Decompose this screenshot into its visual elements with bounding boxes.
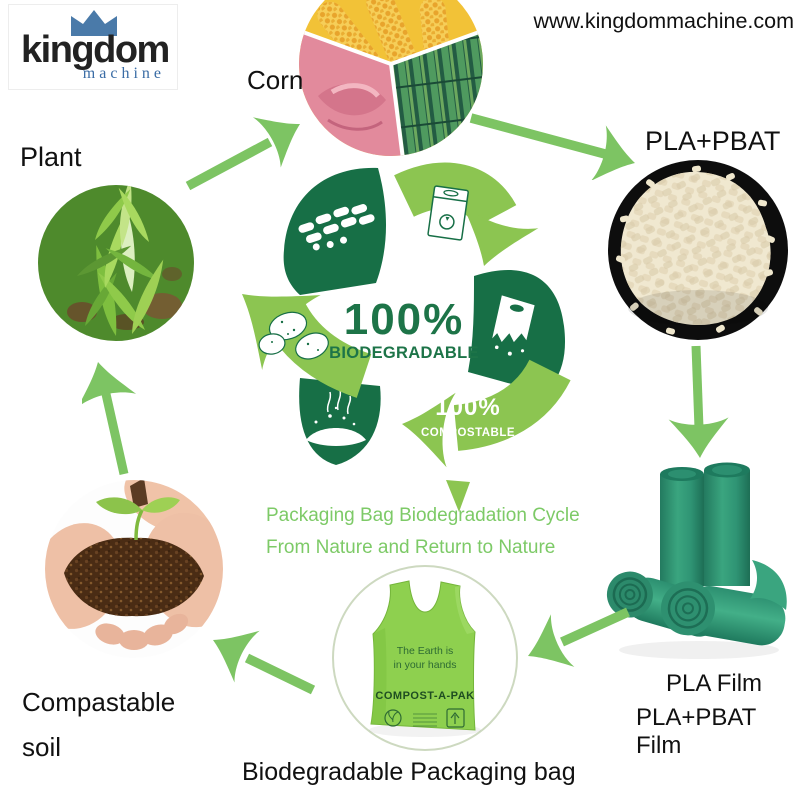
- corn-feedstock-photo: [299, 0, 483, 156]
- horizontal-roll-2: [660, 581, 786, 646]
- vertical-roll-1: [660, 467, 704, 586]
- torn-bag-icon: [492, 295, 535, 356]
- arrow-pellets-to-film: [668, 345, 729, 458]
- plant-photo: [38, 185, 194, 341]
- label-compostable-soil-line1: Compastable: [22, 687, 176, 717]
- stray-pellets: [615, 165, 775, 335]
- cycle-arrow-bottom: [453, 358, 571, 451]
- soil-hands-photo: [45, 480, 223, 658]
- bag-brand: COMPOST-A-PAK: [375, 690, 474, 702]
- website-url: www.kingdommachine.com: [533, 9, 795, 33]
- arrow-bag-to-soil: [213, 630, 316, 695]
- compostable-percent: 100%: [435, 394, 500, 421]
- compostable-label: COMPOSTABLE: [421, 427, 515, 439]
- kingdom-logo: kingdom machine: [8, 4, 178, 90]
- sector-dividers: [299, 21, 483, 156]
- paper-bag-icon: [427, 185, 469, 241]
- sweet-potato-detail: [318, 83, 386, 131]
- film-rolls-photo: [606, 462, 787, 659]
- logo-subtitle: machine: [82, 65, 165, 82]
- logo-wordmark: kingdom: [21, 29, 170, 71]
- cycle-arrow-tail: [446, 480, 470, 512]
- biodegradation-cycle-graphic: 100% COMPOSTABLE: [242, 162, 571, 512]
- sprout-icon: [96, 497, 180, 541]
- arrow-plant-to-corn: [185, 117, 300, 191]
- crown-icon: [71, 10, 117, 36]
- tshirt-bag: The Earth is in your hands COMPOST-A-PAK: [369, 580, 481, 737]
- corn-doodle-icon: [297, 203, 376, 252]
- fingers: [95, 613, 189, 650]
- label-compostable-soil-line2: soil: [22, 732, 62, 762]
- biodegradable-label: BIODEGRADABLE: [329, 344, 479, 362]
- label-pla-pbat-film: PLA+PBAT Film: [636, 704, 756, 759]
- bag-text-line1: The Earth is: [397, 645, 454, 657]
- arrow-corn-to-pellets: [469, 113, 635, 180]
- label-pla-film: PLA Film: [666, 670, 763, 697]
- pellets-photo: [608, 160, 788, 340]
- packaging-bag-photo: The Earth is in your hands COMPOST-A-PAK: [332, 565, 518, 751]
- film-flap: [750, 560, 787, 610]
- cycle-caption-line2: From Nature and Return to Nature: [266, 537, 556, 558]
- leaves: [77, 185, 164, 336]
- vertical-roll-2: [704, 462, 750, 586]
- bag-cert-logos: [384, 708, 465, 728]
- biodegradable-percent: 100%: [344, 295, 465, 344]
- cycle-arrow-topright: [394, 162, 517, 229]
- potato-starch-icon: [258, 311, 329, 360]
- cycle-caption-line1: Packaging Bag Biodegradation Cycle: [266, 505, 580, 526]
- arrow-soil-to-plant: [82, 362, 137, 475]
- arrow-film-to-bag: [528, 607, 630, 667]
- label-corn: Corn: [247, 65, 304, 95]
- powder-icon: [306, 389, 366, 446]
- label-biodegradable-packaging-bag: Biodegradable Packaging bag: [242, 758, 576, 786]
- bag-text-line2: in your hands: [393, 659, 456, 671]
- label-pla-pbat: PLA+PBAT: [645, 126, 781, 156]
- label-plant: Plant: [20, 142, 82, 172]
